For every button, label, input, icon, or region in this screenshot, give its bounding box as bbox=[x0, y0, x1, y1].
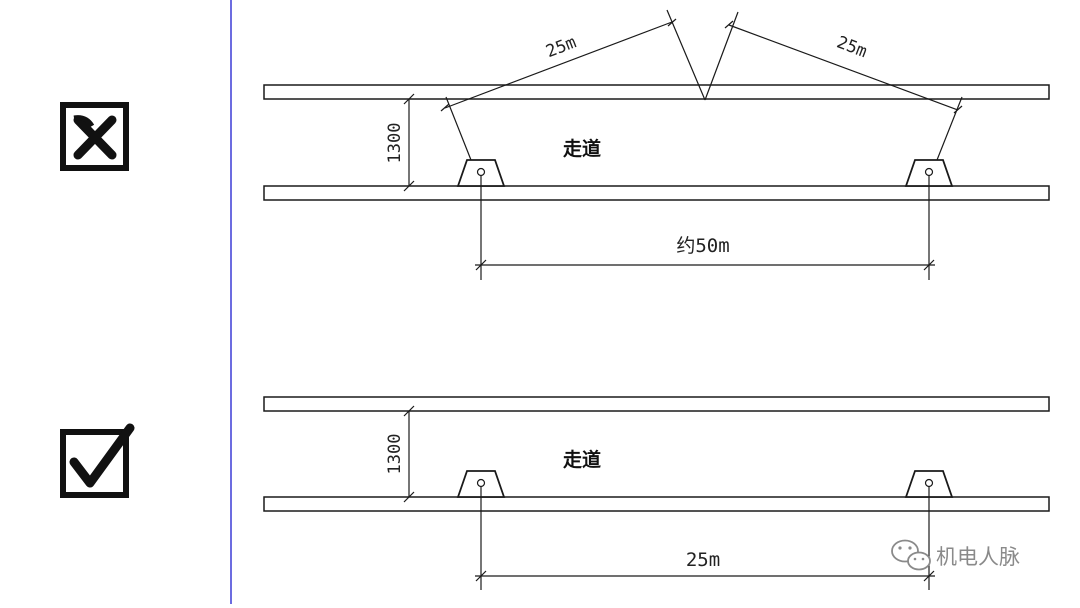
corridor-bottom-wall bbox=[263, 185, 1050, 201]
corridor-label: 走道 bbox=[563, 448, 601, 471]
coverage-left-label: 25m bbox=[543, 32, 579, 62]
exit-sign-right bbox=[904, 470, 954, 498]
spacing-dim-label: 约50m bbox=[676, 235, 729, 257]
exit-sign-left bbox=[456, 470, 506, 498]
corridor-top-wall bbox=[263, 84, 1050, 100]
spacing-dimension bbox=[475, 182, 935, 280]
exit-sign-right bbox=[904, 159, 954, 187]
coverage-right-label: 25m bbox=[834, 32, 870, 62]
spacing-dim-label: 25m bbox=[686, 549, 720, 571]
width-dimension: 1300 bbox=[385, 405, 415, 503]
watermark: 机电人脉 bbox=[891, 539, 1020, 571]
exit-sign-left bbox=[456, 159, 506, 187]
coverage-lines bbox=[440, 9, 963, 161]
width-dim-label: 1300 bbox=[385, 123, 405, 164]
width-dimension: 1300 bbox=[385, 93, 415, 192]
panel-incorrect: 1300 走道 25m 25m bbox=[60, 9, 1050, 280]
panel-correct: 1300 走道 25m bbox=[60, 396, 1050, 590]
corridor-label: 走道 bbox=[563, 137, 601, 160]
corridor-bottom-wall bbox=[263, 496, 1050, 512]
cross-box-icon bbox=[60, 102, 129, 171]
watermark-text: 机电人脉 bbox=[936, 545, 1020, 569]
wechat-icon bbox=[891, 539, 931, 571]
check-box-icon bbox=[60, 423, 135, 498]
width-dim-label: 1300 bbox=[385, 434, 405, 475]
spacing-dimension bbox=[475, 493, 935, 590]
corridor-top-wall bbox=[263, 396, 1050, 412]
